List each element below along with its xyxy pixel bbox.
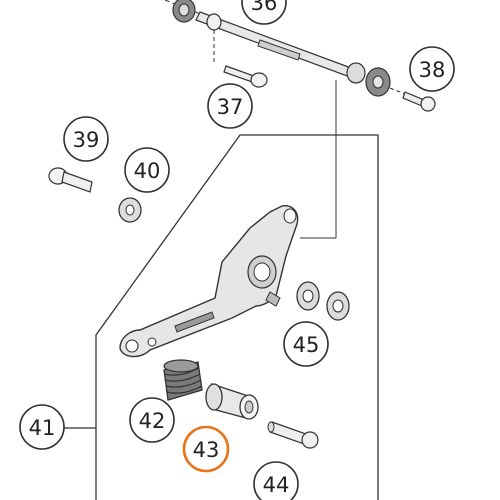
callout-44[interactable]: 44 <box>253 461 299 500</box>
part-37-bolt <box>213 30 268 88</box>
callout-43[interactable]: 43 <box>182 425 230 473</box>
callout-41[interactable]: 41 <box>19 404 65 450</box>
callout-label: 43 <box>193 438 220 462</box>
assembly-bracket <box>64 134 379 500</box>
shift-lever <box>119 205 299 358</box>
callout-label: 44 <box>263 473 290 497</box>
callout-39[interactable]: 39 <box>63 116 109 162</box>
callout-42[interactable]: 42 <box>129 397 175 443</box>
callout-37[interactable]: 37 <box>207 83 253 129</box>
callout-label: 41 <box>29 416 56 440</box>
callout-40[interactable]: 40 <box>124 147 170 193</box>
callout-38[interactable]: 38 <box>409 46 455 92</box>
callouts: 36 37 38 39 40 41 42 43 <box>19 0 455 500</box>
part-38-bolt <box>389 87 436 112</box>
callout-label: 39 <box>73 128 100 152</box>
callout-label: 37 <box>217 95 244 119</box>
callout-label: 42 <box>139 409 166 433</box>
part-39-bolt <box>48 167 93 193</box>
callout-label: 45 <box>293 333 320 357</box>
callout-45[interactable]: 45 <box>283 321 329 367</box>
callout-label: 36 <box>251 0 278 15</box>
callout-label: 38 <box>419 58 446 82</box>
part-42-spring <box>163 359 203 401</box>
part-45-bearings <box>296 281 350 321</box>
shift-shaft <box>164 0 391 239</box>
part-44-bolt <box>267 421 319 449</box>
callout-label: 40 <box>134 159 161 183</box>
part-40-washer <box>118 197 142 223</box>
callout-36[interactable]: 36 <box>241 0 287 25</box>
part-43-bushing <box>205 383 259 420</box>
